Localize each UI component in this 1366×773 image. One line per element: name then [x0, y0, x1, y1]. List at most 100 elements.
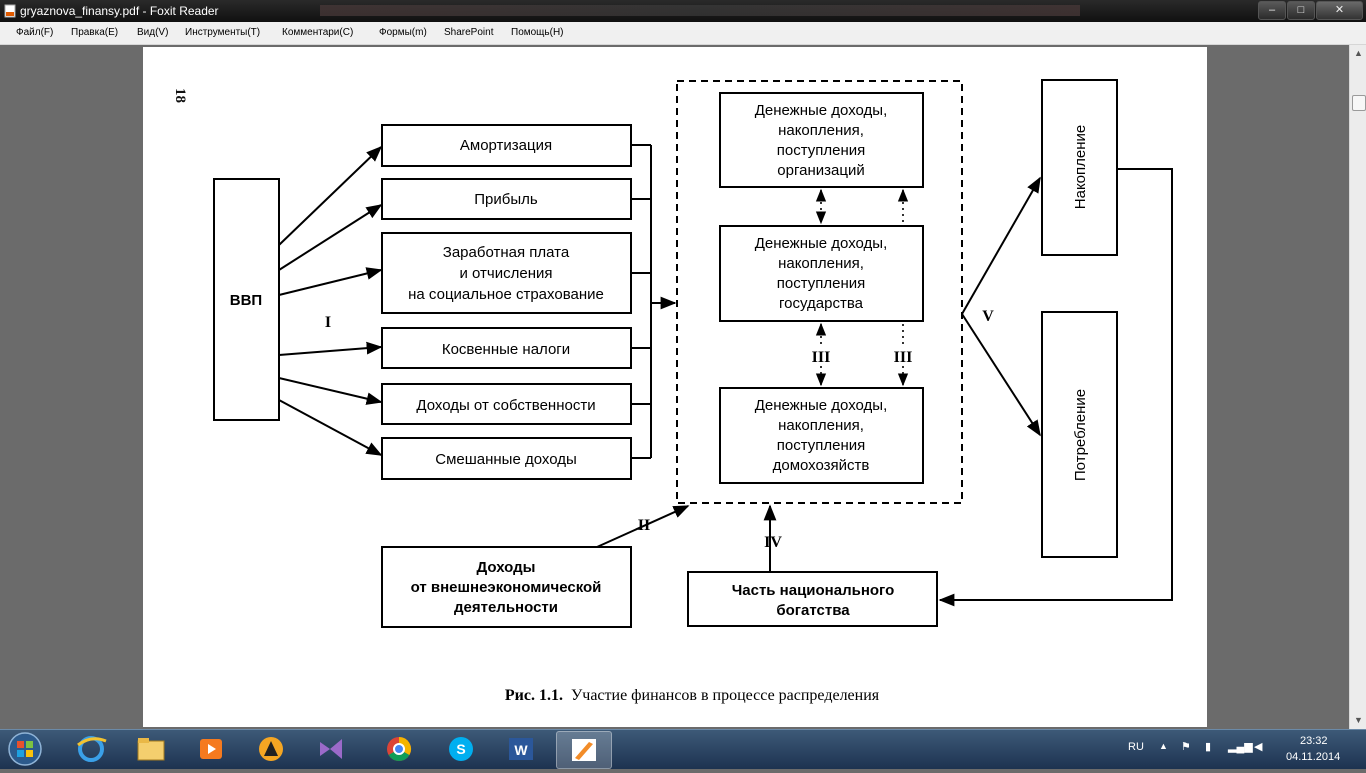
menu-tools[interactable]: Инструменты(T)	[185, 27, 261, 38]
device-icon[interactable]: ▮	[1205, 741, 1212, 753]
national-wealth-box	[687, 571, 938, 627]
volume-icon[interactable]: ◀	[1254, 741, 1263, 753]
organizations-label-line1: Денежные доходы,	[755, 102, 888, 119]
consumption-label: Потребление	[1072, 389, 1089, 481]
wages-box	[381, 232, 632, 314]
title-bar-background-glow	[320, 5, 1080, 16]
svg-text:W: W	[514, 742, 528, 758]
file-explorer-icon[interactable]	[124, 731, 178, 767]
households-box	[719, 387, 924, 484]
svg-text:S: S	[456, 741, 465, 757]
media-player-icon[interactable]	[184, 731, 238, 767]
amortization-label: Амортизация	[460, 137, 552, 154]
figure-caption: Рис. 1.1. Участие финансов в процессе ра…	[505, 687, 880, 704]
organizations-label-line4: организаций	[777, 162, 864, 179]
accumulation-to-wealth-line	[938, 168, 1173, 607]
word-icon[interactable]: W	[494, 731, 548, 767]
menu-comments[interactable]: Комментари(C)	[282, 27, 354, 38]
close-button[interactable]: ✕	[1316, 1, 1363, 20]
roman-label-iv: IV	[764, 534, 782, 551]
pdf-file-icon	[4, 4, 16, 18]
accumulation-label: Накопление	[1072, 125, 1089, 209]
menu-forms[interactable]: Формы(m)	[379, 27, 427, 38]
wages-label-line3: на социальное страхование	[408, 286, 604, 303]
menu-edit[interactable]: Правка(E)	[71, 27, 119, 38]
vvp-label: ВВП	[230, 292, 262, 309]
roman-label-v: V	[982, 308, 994, 325]
distribution-arrows-v	[961, 176, 1041, 437]
indirect-taxes-label: Косвенные налоги	[442, 341, 570, 358]
foreign-income-label-line2: от внешнеэкономической	[411, 579, 602, 596]
property-income-label: Доходы от собственности	[416, 397, 595, 414]
roman-iii-right-bg	[890, 346, 916, 366]
vvp-box	[213, 178, 280, 421]
start-orb[interactable]	[6, 731, 44, 767]
government-label-line4: государства	[779, 295, 864, 312]
organizations-label-line2: накопления,	[778, 122, 864, 139]
households-label-line1: Денежные доходы,	[755, 397, 888, 414]
menu-file[interactable]: Файл(F)	[16, 27, 54, 38]
government-box	[719, 225, 924, 322]
organizations-label-line3: поступления	[777, 142, 866, 159]
income-boxes	[381, 124, 632, 480]
action-center-flag-icon[interactable]: ⚑	[1181, 741, 1191, 753]
minimize-button[interactable]: –	[1258, 1, 1286, 20]
government-label-line2: накопления,	[778, 255, 864, 272]
figure-caption-text: Участие финансов в процессе распределени…	[571, 687, 880, 704]
vertical-scrollbar[interactable]: ▲ ▼	[1349, 45, 1366, 729]
chrome-icon[interactable]	[372, 731, 426, 767]
financial-distribution-diagram: 18 ВВП I Амортизация Прибыль Заработная …	[172, 79, 1173, 704]
roman-label-iii-right: III	[894, 349, 913, 366]
foreign-income-box	[381, 546, 632, 628]
clock-time[interactable]: 23:32	[1300, 735, 1328, 747]
scroll-down-icon[interactable]: ▼	[1354, 715, 1363, 725]
vvp-arrows	[278, 145, 383, 456]
mixed-income-box	[381, 437, 632, 480]
network-signal-icon[interactable]: ▂▄▆	[1228, 741, 1253, 753]
sectors-dashed-frame	[676, 80, 963, 504]
households-label-line4: домохозяйств	[773, 457, 870, 474]
foreign-income-label-line3: деятельности	[454, 599, 558, 616]
organizations-box	[719, 92, 924, 188]
indirect-taxes-box	[381, 327, 632, 369]
visual-studio-icon[interactable]	[304, 731, 358, 767]
internet-explorer-icon[interactable]	[64, 731, 118, 767]
menu-view[interactable]: Вид(V)	[137, 27, 169, 38]
profit-label: Прибыль	[474, 191, 538, 208]
wages-label-line1: Заработная плата	[443, 244, 570, 261]
aimp-icon[interactable]	[244, 731, 298, 767]
figure-caption-number: Рис. 1.1.	[505, 687, 563, 704]
accumulation-box	[1041, 79, 1118, 256]
language-indicator[interactable]: RU	[1128, 741, 1144, 753]
mixed-income-label: Смешанные доходы	[435, 451, 577, 468]
skype-icon[interactable]: S	[434, 731, 488, 767]
roman-iii-left-bg	[808, 346, 834, 366]
government-label-line3: поступления	[777, 275, 866, 292]
scroll-up-icon[interactable]: ▲	[1354, 48, 1363, 58]
wages-label-line2: и отчисления	[459, 265, 552, 282]
roman-label-ii: II	[638, 517, 650, 534]
national-wealth-label-line2: богатства	[776, 602, 850, 619]
property-income-box	[381, 383, 632, 425]
window-title: gryaznova_finansy.pdf - Foxit Reader	[20, 4, 219, 18]
roman-label-i: I	[325, 314, 331, 331]
government-label-line1: Денежные доходы,	[755, 235, 888, 252]
show-hidden-icons-icon[interactable]: ▲	[1159, 741, 1168, 751]
maximize-button[interactable]: □	[1287, 1, 1315, 20]
foreign-income-label-line1: Доходы	[477, 559, 536, 576]
consumption-box	[1041, 311, 1118, 558]
page-number: 18	[172, 88, 188, 103]
pdf-page: 18 ВВП I Амортизация Прибыль Заработная …	[143, 47, 1207, 727]
menu-bar: Файл(F) Правка(E) Вид(V) Инструменты(T) …	[0, 22, 1366, 62]
households-label-line3: поступления	[777, 437, 866, 454]
menu-help[interactable]: Помощь(H)	[511, 27, 564, 38]
clock-date[interactable]: 04.11.2014	[1286, 751, 1341, 763]
income-collector-lines	[631, 144, 677, 459]
foxit-reader-icon[interactable]	[556, 731, 612, 769]
title-bar: gryaznova_finansy.pdf - Foxit Reader – □…	[0, 0, 1366, 22]
roman-label-iii-left: III	[812, 349, 831, 366]
scrollbar-thumb[interactable]	[1352, 95, 1366, 111]
menu-sharepoint[interactable]: SharePoint	[444, 27, 494, 38]
national-wealth-label-line1: Часть национального	[732, 582, 895, 599]
taskbar: S W RU ▲ ⚑ ▮ ▂▄▆ ◀ 23:32 04.11.2014	[0, 729, 1366, 769]
